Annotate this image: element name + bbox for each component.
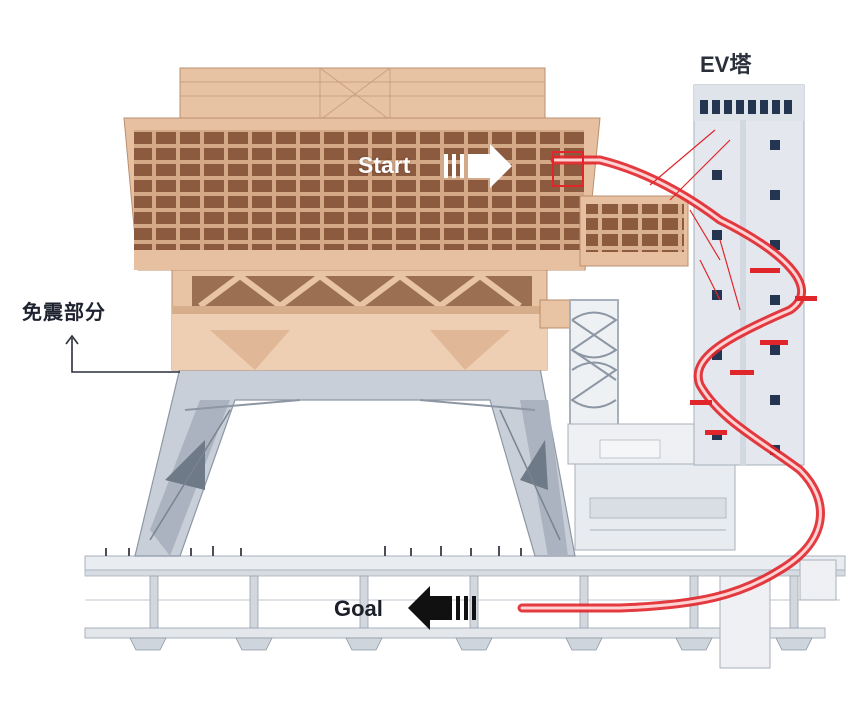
annex-building xyxy=(567,423,736,551)
ev-tower xyxy=(693,84,805,466)
start-arrow-icon xyxy=(444,144,512,188)
spiral-staircase xyxy=(569,299,619,427)
seismic-isolation-label: 免震部分 xyxy=(22,302,106,324)
goal-arrow-icon xyxy=(408,586,476,630)
goal-label: Goal xyxy=(334,596,383,621)
seismic-pointer-arrow-icon xyxy=(65,334,180,373)
start-label: Start xyxy=(358,152,411,178)
seismic-isolation-section xyxy=(171,269,548,371)
slide-path xyxy=(517,129,825,613)
ev-tower-label: EV塔 xyxy=(700,52,752,77)
steel-legs xyxy=(134,367,576,557)
